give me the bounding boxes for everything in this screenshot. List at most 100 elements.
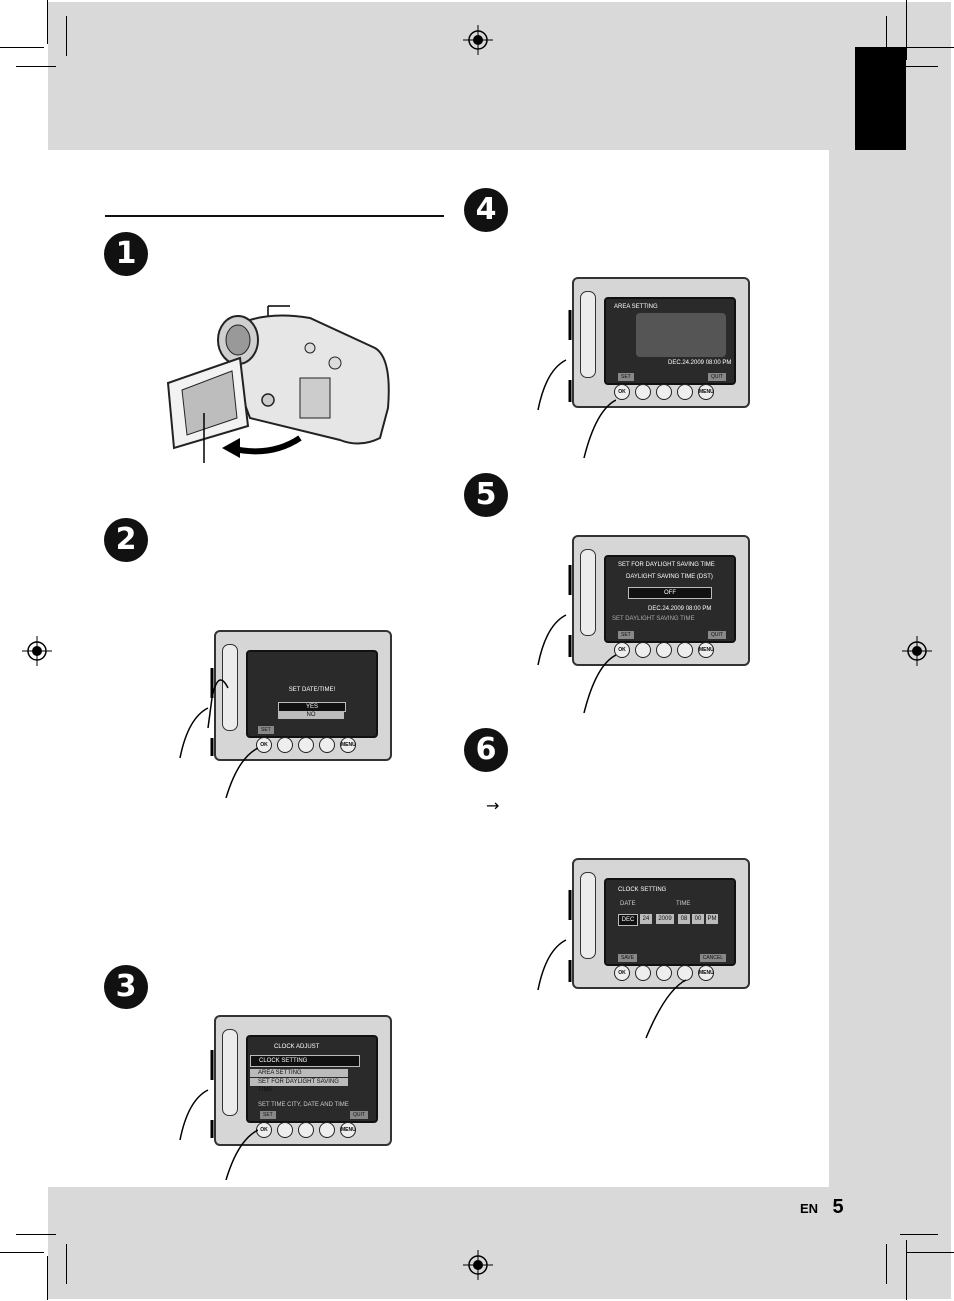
set-button[interactable]: SET bbox=[260, 1111, 276, 1119]
dst-datetime: DEC.24.2009 08:00 PM bbox=[648, 606, 712, 612]
crop-mark bbox=[66, 16, 67, 56]
lcd-screen: SET DATE/TIME! YES NO SET bbox=[246, 650, 378, 738]
crop-mark bbox=[906, 1240, 907, 1300]
menu-item-area-setting[interactable]: AREA SETTING bbox=[250, 1069, 348, 1077]
touch-sensor-slot[interactable] bbox=[580, 549, 596, 636]
quit-button[interactable]: QUIT bbox=[708, 373, 726, 381]
page-footer: EN 5 bbox=[800, 1196, 844, 1219]
menu-item-dst[interactable]: SET FOR DAYLIGHT SAVING TIME bbox=[250, 1078, 348, 1093]
field-day[interactable]: 24 bbox=[640, 914, 652, 924]
registration-mark-icon bbox=[22, 636, 52, 666]
lcd-button[interactable] bbox=[635, 384, 651, 400]
touch-sensor-slot[interactable] bbox=[580, 291, 596, 378]
touch-sensor-slot[interactable] bbox=[580, 872, 596, 959]
page-number: 5 bbox=[832, 1196, 844, 1218]
lcd-panel-step5: SET FOR DAYLIGHT SAVING TIME DAYLIGHT SA… bbox=[572, 535, 750, 666]
lcd-button[interactable] bbox=[319, 737, 335, 753]
lcd-button[interactable] bbox=[635, 965, 651, 981]
field-month[interactable]: DEC bbox=[618, 914, 638, 926]
ok-button[interactable]: OK bbox=[256, 737, 272, 753]
ok-button[interactable]: OK bbox=[614, 965, 630, 981]
ok-button[interactable]: OK bbox=[614, 384, 630, 400]
menu-button[interactable]: MENU bbox=[698, 642, 714, 658]
lcd-button[interactable] bbox=[298, 1122, 314, 1138]
lcd-button[interactable] bbox=[677, 384, 693, 400]
lcd-button[interactable] bbox=[298, 737, 314, 753]
lcd-button[interactable] bbox=[277, 737, 293, 753]
hand-illustration bbox=[179, 668, 258, 798]
menu-button[interactable]: MENU bbox=[340, 1122, 356, 1138]
date-label: DATE bbox=[620, 901, 636, 907]
registration-mark-icon bbox=[463, 25, 493, 55]
arrow-icon: → bbox=[486, 796, 500, 815]
camcorder-illustration bbox=[166, 305, 390, 463]
quit-button[interactable]: QUIT bbox=[350, 1111, 368, 1119]
crop-mark bbox=[47, 0, 48, 44]
lcd-button-row: OK MENU bbox=[614, 965, 714, 981]
hand-illustration bbox=[537, 890, 687, 1039]
lcd-button-row: OK MENU bbox=[256, 737, 356, 753]
registration-mark-icon bbox=[902, 636, 932, 666]
menu-button[interactable]: MENU bbox=[698, 384, 714, 400]
top-band bbox=[48, 2, 951, 150]
set-button[interactable]: SET bbox=[618, 373, 634, 381]
lcd-panel-step3: CLOCK ADJUST CLOCK SETTING AREA SETTING … bbox=[214, 1015, 392, 1146]
lcd-screen: CLOCK SETTING DATE TIME DEC 24 2009 08 0… bbox=[604, 878, 736, 966]
option-no[interactable]: NO bbox=[278, 711, 344, 719]
menu-title: CLOCK ADJUST bbox=[274, 1044, 320, 1050]
crop-mark bbox=[906, 1252, 954, 1253]
lcd-button[interactable] bbox=[319, 1122, 335, 1138]
step-number-6: 6 bbox=[464, 728, 508, 772]
menu-button[interactable]: MENU bbox=[340, 737, 356, 753]
save-button[interactable]: SAVE bbox=[618, 954, 637, 962]
hand-illustration bbox=[537, 565, 616, 714]
crop-mark bbox=[906, 47, 954, 48]
set-button[interactable]: SET bbox=[258, 726, 274, 734]
language-label: EN bbox=[800, 1201, 819, 1216]
field-year[interactable]: 2009 bbox=[656, 914, 674, 924]
lcd-button[interactable] bbox=[677, 642, 693, 658]
lcd-panel-step2: SET DATE/TIME! YES NO SET OK MENU bbox=[214, 630, 392, 761]
bottom-band bbox=[48, 1187, 951, 1299]
lcd-button[interactable] bbox=[277, 1122, 293, 1138]
lcd-button[interactable] bbox=[656, 965, 672, 981]
hand-illustration bbox=[537, 310, 616, 459]
lcd-screen: SET FOR DAYLIGHT SAVING TIME DAYLIGHT SA… bbox=[604, 555, 736, 643]
cancel-button[interactable]: CANCEL bbox=[699, 954, 726, 962]
lcd-screen: CLOCK ADJUST CLOCK SETTING AREA SETTING … bbox=[246, 1035, 378, 1123]
menu-item-clock-setting[interactable]: CLOCK SETTING bbox=[250, 1055, 360, 1067]
touch-sensor-slot[interactable] bbox=[222, 644, 238, 731]
quit-button[interactable]: QUIT bbox=[708, 631, 726, 639]
ok-button[interactable]: OK bbox=[256, 1122, 272, 1138]
step-number-3: 3 bbox=[104, 965, 148, 1009]
lcd-button-row: OK MENU bbox=[256, 1122, 356, 1138]
lcd-button[interactable] bbox=[656, 384, 672, 400]
lcd-button[interactable] bbox=[635, 642, 651, 658]
crop-mark bbox=[900, 1234, 938, 1235]
step-number-5: 5 bbox=[464, 473, 508, 517]
crop-mark bbox=[0, 1252, 44, 1253]
crop-mark bbox=[886, 1244, 887, 1284]
crop-mark bbox=[16, 1234, 56, 1235]
right-band bbox=[829, 150, 951, 1187]
lcd-panel-step4: AREA SETTING DEC.24.2009 08:00 PM SET QU… bbox=[572, 277, 750, 408]
step-number-4: 4 bbox=[464, 188, 508, 232]
set-button[interactable]: SET bbox=[618, 631, 634, 639]
dst-label: DAYLIGHT SAVING TIME (DST) bbox=[626, 574, 713, 580]
lcd-button-row: OK MENU bbox=[614, 642, 714, 658]
lcd-button[interactable] bbox=[656, 642, 672, 658]
menu-hint: SET TIME CITY, DATE AND TIME bbox=[258, 1102, 349, 1108]
field-hour[interactable]: 08 bbox=[678, 914, 690, 924]
menu-button[interactable]: MENU bbox=[698, 965, 714, 981]
lcd-button-row: OK MENU bbox=[614, 384, 714, 400]
world-map bbox=[636, 313, 726, 357]
hand-illustration bbox=[179, 1050, 258, 1180]
crop-mark bbox=[900, 66, 938, 67]
ok-button[interactable]: OK bbox=[614, 642, 630, 658]
step-number-2: 2 bbox=[104, 518, 148, 562]
lcd-panel-step6: CLOCK SETTING DATE TIME DEC 24 2009 08 0… bbox=[572, 858, 750, 989]
field-minute[interactable]: 00 bbox=[692, 914, 704, 924]
touch-sensor-slot[interactable] bbox=[222, 1029, 238, 1116]
dst-value[interactable]: OFF bbox=[628, 587, 712, 599]
field-ampm[interactable]: PM bbox=[706, 914, 718, 924]
